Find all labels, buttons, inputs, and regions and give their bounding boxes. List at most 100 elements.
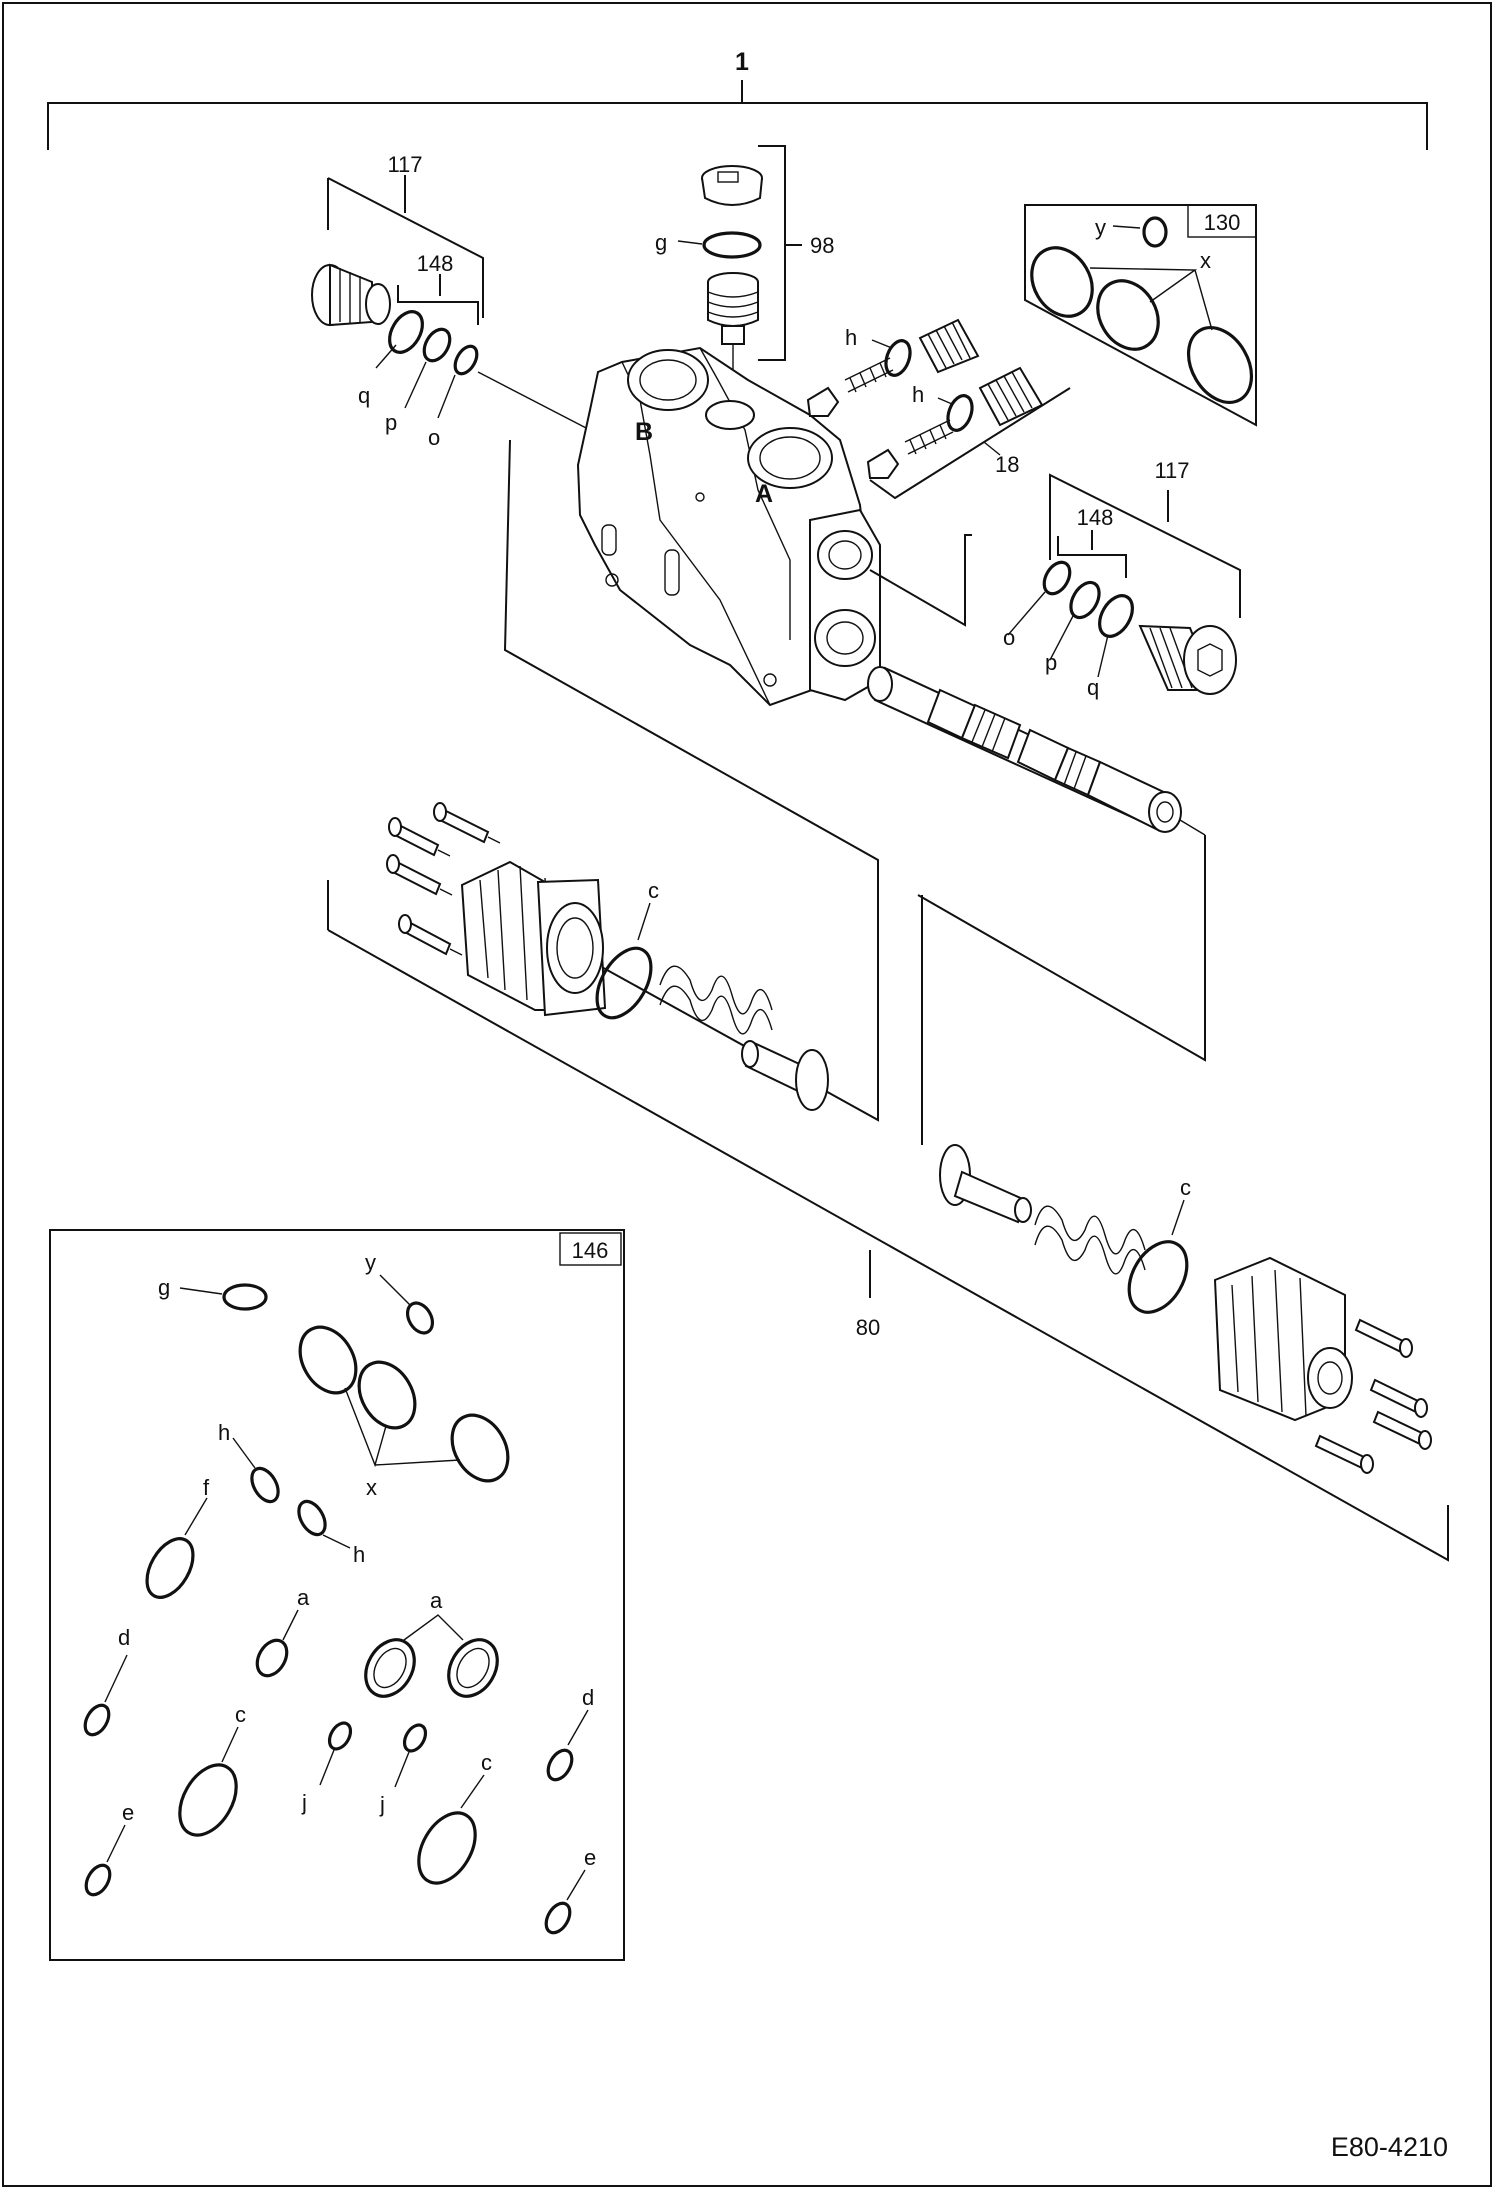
letter-h-lower: h: [912, 382, 924, 407]
cap-bolts-right: [1314, 1318, 1432, 1474]
letter-p-left: p: [385, 410, 397, 435]
spring-lower: [1034, 1205, 1146, 1275]
plug-98: [701, 165, 763, 206]
callout-148-left: 148: [417, 251, 454, 276]
letter-j-146-right: j: [379, 1792, 385, 1817]
assembly-number: 1: [735, 48, 749, 76]
letter-g-98: g: [655, 230, 667, 255]
letter-p-right: p: [1045, 650, 1057, 675]
oring-h-lower: [946, 394, 974, 432]
oring-p-left: [422, 327, 452, 363]
oring-c-146-left: [178, 1763, 238, 1837]
letter-f-146: f: [203, 1475, 210, 1500]
seal-kit-130: 130 y x: [1024, 204, 1257, 427]
seal-kit-146-box: [559, 1232, 622, 1266]
oring-y-146: [405, 1301, 435, 1335]
letter-y-130: y: [1095, 215, 1106, 240]
oring-x-146-b: [357, 1360, 417, 1430]
seal-kit-130-box: [1187, 204, 1257, 238]
letter-c-upper: c: [648, 878, 659, 903]
check-plug-lower: [978, 366, 1044, 427]
spool-cap-right: [1213, 1256, 1353, 1422]
letter-a-146-single: a: [297, 1585, 310, 1610]
backup-ring-a-146-right: [447, 1638, 499, 1698]
cap-bolts-left: [386, 802, 501, 956]
spool-cap-left: [460, 860, 607, 1017]
letter-y-146: y: [365, 1250, 376, 1275]
relief-valve-right-group: 117 148 o p q: [869, 458, 1241, 700]
callout-117-right: 117: [1154, 458, 1189, 483]
plug-98-group: 98 g: [655, 145, 834, 400]
letter-o-right: o: [1003, 625, 1015, 650]
callout-146: 146: [572, 1238, 609, 1263]
oring-g-98: [702, 231, 762, 259]
letter-c-146-right: c: [481, 1750, 492, 1775]
backup-ring-a-146-left: [364, 1638, 416, 1698]
letter-e-146-left: e: [122, 1800, 134, 1825]
oring-f-146: [145, 1537, 195, 1599]
check-plug-upper: [918, 318, 980, 374]
spring-upper: [659, 965, 773, 1035]
letter-h-146-a: h: [218, 1420, 230, 1445]
oring-h-146-b: [297, 1499, 327, 1537]
letter-o-left: o: [428, 425, 440, 450]
oring-c-upper: [595, 946, 653, 1020]
oring-c-146-right: [417, 1811, 477, 1885]
letter-c-146-left: c: [235, 1702, 246, 1727]
oring-o-left: [453, 344, 479, 376]
letter-d-146-right: d: [582, 1685, 594, 1710]
oring-h-upper: [884, 339, 912, 377]
letter-a-146-pair: a: [430, 1588, 443, 1613]
port-a-label: A: [755, 480, 773, 508]
oring-x-146-c: [450, 1413, 510, 1483]
oring-x-130-b: [1096, 279, 1160, 351]
letter-c-lower: c: [1180, 1175, 1191, 1200]
letter-q-right: q: [1087, 675, 1099, 700]
letter-d-146-left: d: [118, 1625, 130, 1650]
oring-x-130-c: [1186, 326, 1254, 404]
oring-a-146-small: [255, 1638, 289, 1678]
letter-h-upper: h: [845, 325, 857, 350]
valve-body: B A: [576, 346, 881, 707]
oring-d-146-right: [546, 1748, 574, 1782]
check-poppet-98: [707, 272, 759, 345]
oring-j-146-left: [327, 1721, 353, 1751]
letter-g-146: g: [158, 1275, 170, 1300]
oring-e-146-right: [544, 1901, 572, 1935]
callout-130: 130: [1204, 210, 1241, 235]
letter-q-left: q: [358, 383, 370, 408]
letter-x-130: x: [1200, 248, 1211, 273]
letter-h-146-b: h: [353, 1542, 365, 1567]
spool: [867, 666, 1206, 1062]
spool-cap-left-group: c: [327, 439, 1449, 1562]
relief-cartridge-right: [1138, 624, 1237, 695]
callout-80: 80: [856, 1315, 880, 1340]
oring-c-lower: [1127, 1240, 1189, 1314]
letter-x-146: x: [366, 1475, 377, 1500]
callout-117-left: 117: [387, 152, 422, 177]
oring-p-right: [1069, 580, 1101, 620]
oring-e-146-left: [84, 1863, 112, 1897]
spring-seat-upper: [741, 1040, 829, 1111]
oring-q-left: [388, 310, 424, 354]
drawing-number: E80-4210: [1330, 2132, 1448, 2162]
port-b-label: B: [635, 418, 653, 446]
callout-148-right: 148: [1077, 505, 1114, 530]
oring-x-146-a: [298, 1325, 358, 1395]
oring-j-146-right: [402, 1723, 428, 1753]
oring-o-right: [1042, 560, 1072, 596]
oring-q-right: [1098, 594, 1134, 638]
check-valve-18-group: h h 18: [806, 318, 1071, 500]
relief-valve-left-group: 117 148 q p o: [311, 152, 591, 450]
callout-98: 98: [810, 233, 834, 258]
oring-g-146: [222, 1283, 268, 1311]
letter-j-146-left: j: [301, 1790, 307, 1815]
relief-cartridge-left: [311, 263, 391, 327]
letter-e-146-right: e: [584, 1845, 596, 1870]
spring-seat-lower: [939, 1144, 1032, 1224]
oring-x-130-a: [1030, 246, 1094, 318]
oring-h-146-a: [250, 1466, 280, 1504]
spool-cap-right-group: c 80: [856, 895, 1432, 1474]
